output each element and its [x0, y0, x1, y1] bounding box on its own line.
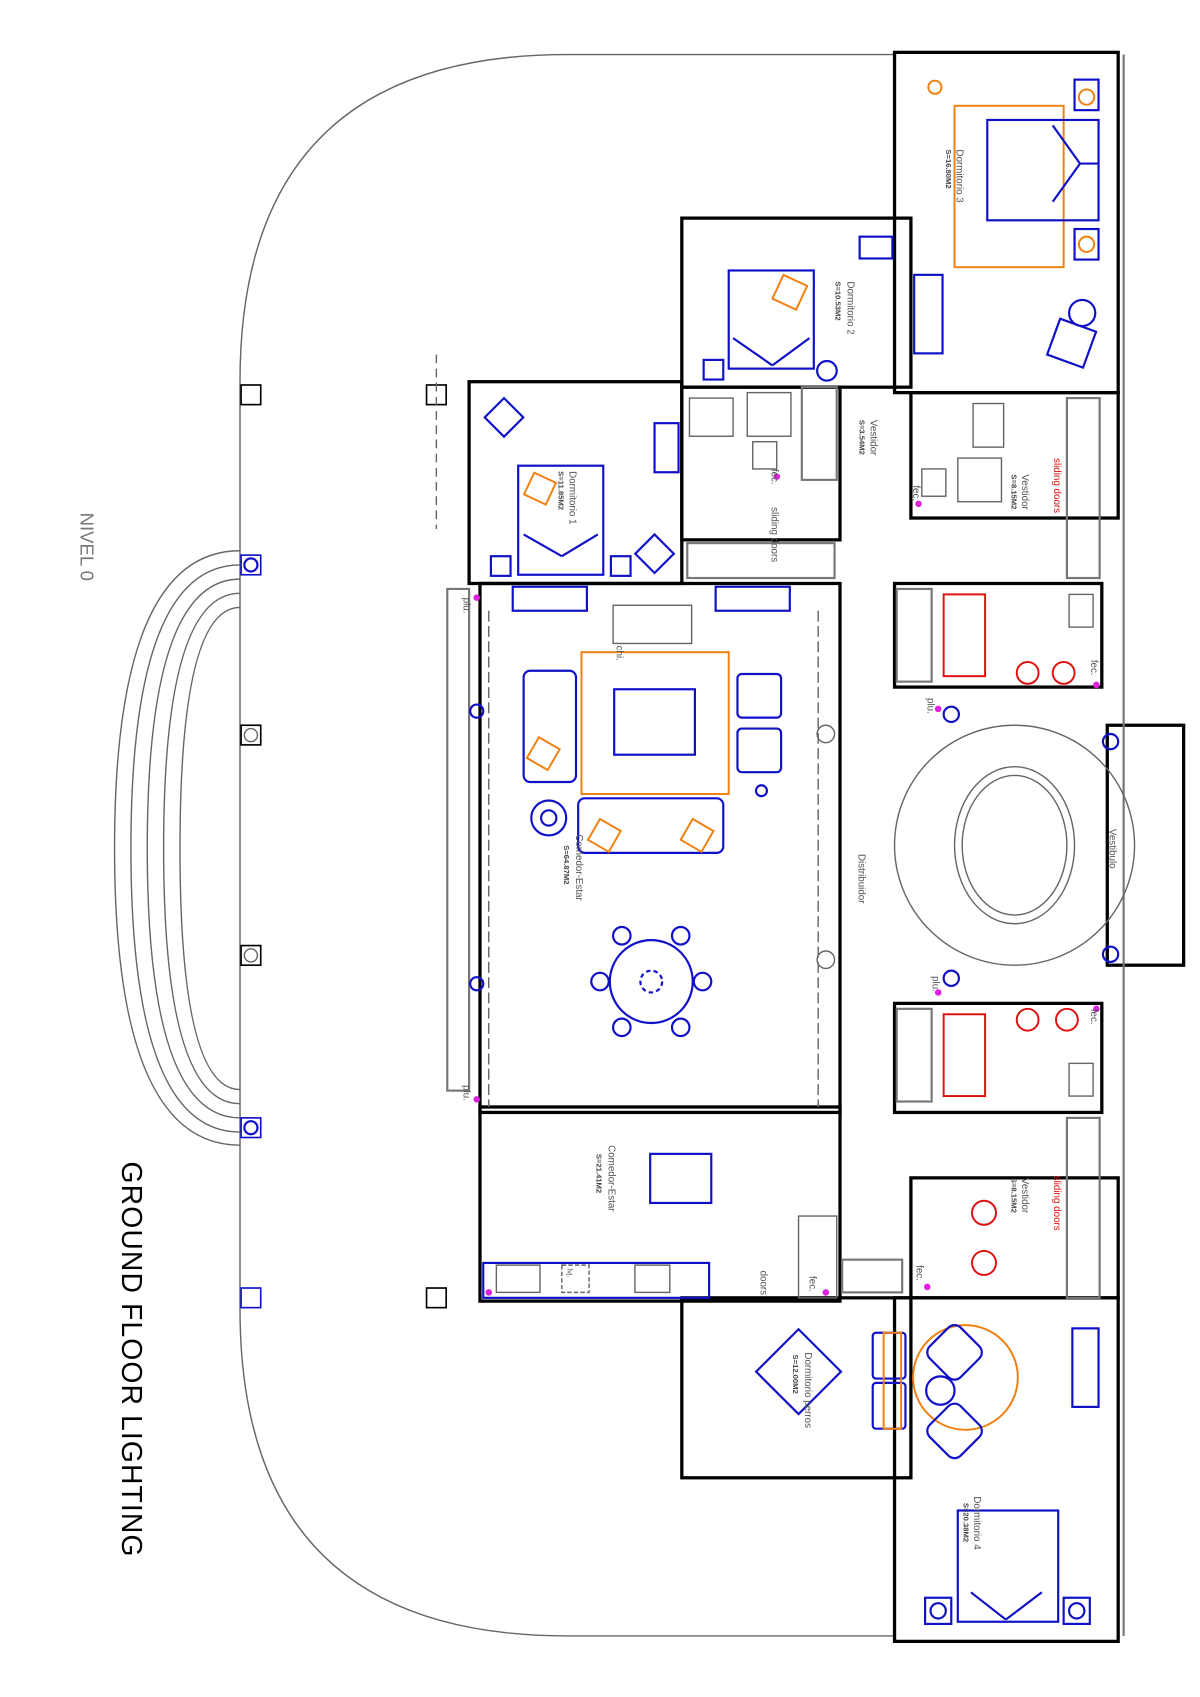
svg-text:fec.: fec. [1088, 660, 1099, 676]
svg-text:Dormitorio 2: Dormitorio 2 [845, 281, 856, 334]
outlet-markers [473, 473, 1100, 1296]
svg-text:plu.: plu. [930, 976, 941, 992]
room-label-distribuidor: Distribuidor [856, 854, 867, 904]
stair-steps [612, 604, 693, 645]
svg-text:fec.: fec. [1088, 1009, 1099, 1025]
svg-text:Vestidor: Vestidor [868, 420, 879, 456]
svg-text:S=10.53M2: S=10.53M2 [834, 281, 843, 320]
level-label: NIVEL 0 [77, 513, 98, 581]
site-boundary [239, 53, 895, 1637]
room-label-dormitorio-3: Dormitorio 3 S=16.80M2 [944, 149, 965, 203]
room-label-vestibulo: Vestibulo [1106, 829, 1117, 869]
exterior-light-markers [240, 384, 447, 1309]
svg-text:S=21.41M2: S=21.41M2 [595, 1154, 604, 1193]
room-label-comedor-estar-2: Comedor-Estar S=21.41M2 [595, 1145, 617, 1212]
dormitorio-2-furniture [702, 235, 894, 382]
svg-text:plu.: plu. [924, 698, 935, 714]
room-label-vestidor-top: Vestidor S=8.15M2 sliding doors [1009, 458, 1062, 513]
svg-text:S=3.54M2: S=3.54M2 [858, 420, 867, 455]
svg-text:S=11.85M2: S=11.85M2 [557, 471, 566, 510]
annotation-labels: fec. fec. fec. fec. fec. fec. plu. plu. … [461, 469, 1099, 1292]
doors-label: doors [757, 1271, 768, 1296]
svg-text:fec.: fec. [910, 485, 921, 501]
svg-text:S=12.00M2: S=12.00M2 [791, 1355, 800, 1394]
svg-text:lvj.: lvj. [565, 1268, 574, 1277]
svg-text:sliding doors: sliding doors [1051, 1176, 1062, 1231]
svg-text:plu.: plu. [461, 1085, 472, 1101]
room-label-dormitorio-4: Dormitorio 4 S=20.38M2 [961, 1496, 982, 1550]
svg-text:fec.: fec. [768, 469, 779, 485]
wardrobes [686, 386, 1101, 1299]
sliding-doors-label: sliding doors [768, 507, 779, 562]
living-room-furniture [469, 585, 836, 1107]
svg-text:fec.: fec. [806, 1276, 817, 1292]
svg-text:sliding doors: sliding doors [1051, 458, 1062, 513]
svg-text:Dormitorio 4: Dormitorio 4 [971, 1496, 982, 1550]
spiral-staircase [893, 705, 1136, 988]
room-label-vestidor-small: Vestidor S=3.54M2 [858, 420, 879, 456]
svg-text:S=8.15M2: S=8.15M2 [1009, 1178, 1018, 1213]
dormitorio-3-furniture [913, 78, 1100, 370]
svg-text:Dormitorio 1: Dormitorio 1 [566, 471, 577, 524]
svg-text:S=8.15M2: S=8.15M2 [1009, 474, 1018, 509]
room-label-dormitorio-2: Dormitorio 2 S=10.53M2 [834, 281, 856, 334]
dormitorio-perros-furniture [754, 1327, 907, 1430]
walls [435, 50, 1186, 1644]
drawing-title: GROUND FLOOR LIGHTING [115, 1162, 147, 1558]
svg-text:Comedor-Estar: Comedor-Estar [573, 834, 584, 901]
terrace-steps [113, 550, 241, 1146]
room-label-dormitorio-1: Dormitorio 1 S=11.85M2 [557, 471, 578, 524]
svg-text:plu.: plu. [461, 598, 472, 614]
room-label-comedor-estar: Comedor-Estar S=64.87M2 [562, 834, 584, 901]
svg-text:Dormitorio 3: Dormitorio 3 [954, 149, 965, 203]
svg-text:fec.: fec. [913, 1265, 924, 1281]
room-label-vestidor-bottom: Vestidor S=8.15M2 sliding doors [1009, 1176, 1062, 1231]
svg-text:S=64.87M2: S=64.87M2 [562, 845, 571, 884]
dormitorio-1-furniture [483, 396, 680, 577]
kitchen-furniture [482, 1152, 838, 1299]
dormitorio-4-furniture [912, 1324, 1100, 1626]
room-label-dormitorio-perros: Dormitorio perros S=12.00M2 [791, 1352, 813, 1428]
svg-text:S=20.38M2: S=20.38M2 [961, 1503, 970, 1542]
svg-text:Comedor-Estar: Comedor-Estar [606, 1145, 617, 1212]
svg-text:chi.: chi. [613, 646, 624, 661]
svg-text:Vestidor: Vestidor [1019, 1178, 1030, 1214]
svg-text:S=16.80M2: S=16.80M2 [944, 149, 953, 188]
svg-text:Vestidor: Vestidor [1019, 474, 1030, 510]
svg-text:Dormitorio perros: Dormitorio perros [802, 1352, 813, 1428]
bathroom-fixtures [688, 391, 1094, 1276]
